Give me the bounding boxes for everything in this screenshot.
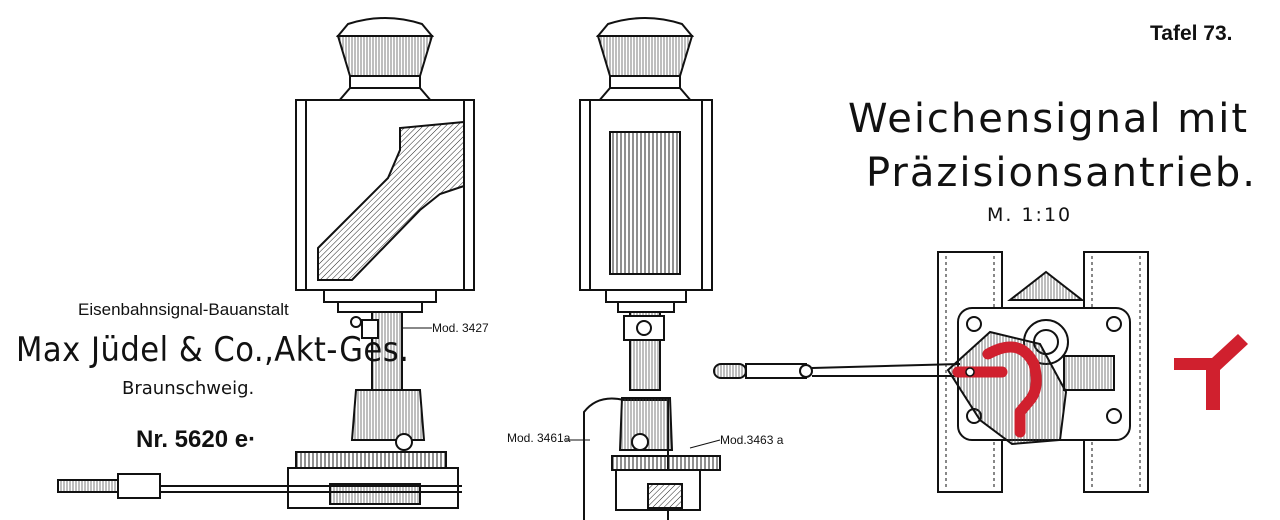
cam-pin — [965, 367, 975, 377]
maker-city: Braunschweig. — [122, 378, 255, 399]
label-mod-3463: Mod.3463 a — [720, 433, 784, 447]
label-mod-3427: Mod. 3427 — [432, 321, 489, 335]
lantern-side-view — [579, 17, 721, 520]
mechanism-plan-view — [713, 251, 1149, 493]
page-title-line-1: Weichensignal mit — [848, 96, 1250, 142]
plate-number: Tafel 73. — [1150, 22, 1233, 45]
leader-mod-3463 — [689, 439, 721, 449]
label-mod-3461: Mod. 3461a — [507, 431, 571, 445]
catalog-number: Nr. 5620 e· — [136, 426, 257, 453]
maker-subtitle: Eisenbahnsignal-Bauanstalt — [78, 300, 289, 319]
lantern-front-view — [57, 17, 475, 509]
signal-symbol-icon — [1174, 334, 1248, 410]
scale-note: M. 1:10 — [987, 204, 1073, 226]
maker-name: Max Jüdel & Co.,Akt-Ges. — [16, 330, 410, 370]
page-title-line-2: Präzisionsantrieb. — [866, 150, 1257, 196]
